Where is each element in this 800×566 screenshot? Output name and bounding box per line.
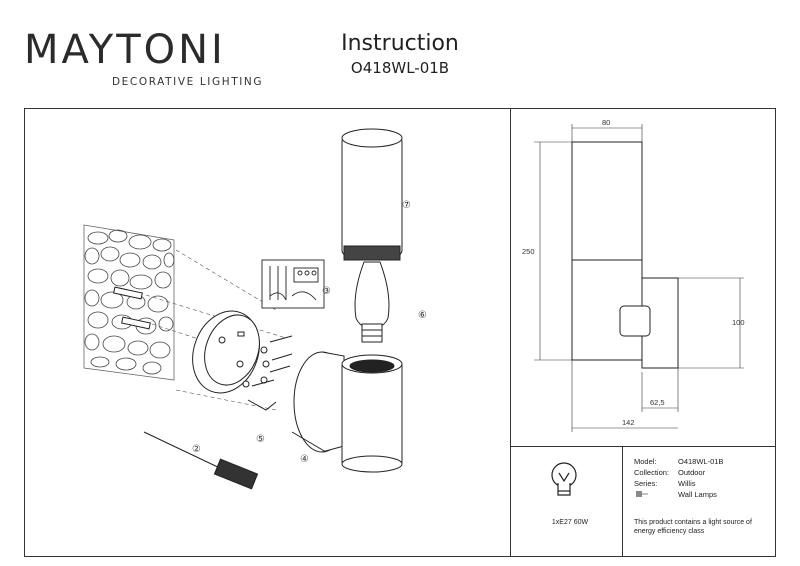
assembly-diagram: ② ③ ④ ⑤ ⑥ ⑦ xyxy=(83,128,427,490)
step-6-label: ⑥ xyxy=(418,310,427,321)
wire-connector xyxy=(261,259,325,309)
step-5-label: ⑤ xyxy=(256,434,265,445)
series-value: Willis xyxy=(678,479,696,488)
product-info: Model: O418WL-01B Collection: Outdoor Se… xyxy=(634,456,774,536)
tool-lines xyxy=(247,399,327,453)
model-row: Model: O418WL-01B xyxy=(634,456,774,467)
step-7-label: ⑦ xyxy=(402,200,411,211)
lamp-body xyxy=(293,351,403,473)
document-title: Instruction xyxy=(341,31,459,56)
collection-label: Collection: xyxy=(634,468,670,477)
stone-wall xyxy=(83,224,175,381)
dimension-drawing: 80 250 100 62,5 142 xyxy=(522,118,745,432)
energy-note: This product contains a light source of … xyxy=(634,519,752,535)
frame-divider-vertical xyxy=(510,108,511,557)
brand-logo: MAYTONI DECORATIVE LIGHTING xyxy=(24,27,264,88)
screwdriver xyxy=(143,431,259,490)
lamp-caption: 1xE27 60W xyxy=(551,519,589,526)
mounting-plate xyxy=(192,310,260,394)
light-bulb xyxy=(354,261,390,343)
step-2-label: ② xyxy=(192,444,201,455)
series-row: Series: Willis xyxy=(634,478,774,489)
type-value: Wall Lamps xyxy=(678,490,717,499)
dim-depth: 142 xyxy=(622,418,635,427)
step-4-label: ④ xyxy=(300,454,309,465)
title-block: Instruction O418WL-01B xyxy=(300,30,500,78)
collection-row: Collection: Outdoor xyxy=(634,467,774,478)
model-value: O418WL-01B xyxy=(678,457,724,466)
info-divider xyxy=(622,447,623,557)
type-row: Wall Lamps xyxy=(634,489,774,502)
frame-divider-horizontal xyxy=(510,446,776,447)
model-label: Model: xyxy=(634,457,657,466)
lamp-spec-panel xyxy=(551,462,577,496)
drawing-frame xyxy=(24,108,776,557)
dim-width: 80 xyxy=(602,118,610,127)
wall-anchors xyxy=(113,286,151,330)
step-labels: ② ③ ④ ⑤ ⑥ ⑦ xyxy=(192,200,427,465)
lamp-diffuser xyxy=(341,128,403,261)
brand-name: MAYTONI xyxy=(24,27,226,73)
collection-value: Outdoor xyxy=(678,468,706,477)
bulb-icon xyxy=(551,462,577,496)
arm-outline xyxy=(619,305,651,337)
series-label: Series: xyxy=(634,479,658,488)
dim-height: 250 xyxy=(522,247,535,256)
wall-lamp-icon xyxy=(634,489,678,502)
dim-projection: 62,5 xyxy=(650,398,665,407)
step-3-label: ③ xyxy=(322,286,331,297)
screws xyxy=(242,335,293,388)
document-code: O418WL-01B xyxy=(350,59,450,77)
dim-mount-height: 100 xyxy=(732,318,745,327)
brand-tagline: DECORATIVE LIGHTING xyxy=(112,76,264,88)
